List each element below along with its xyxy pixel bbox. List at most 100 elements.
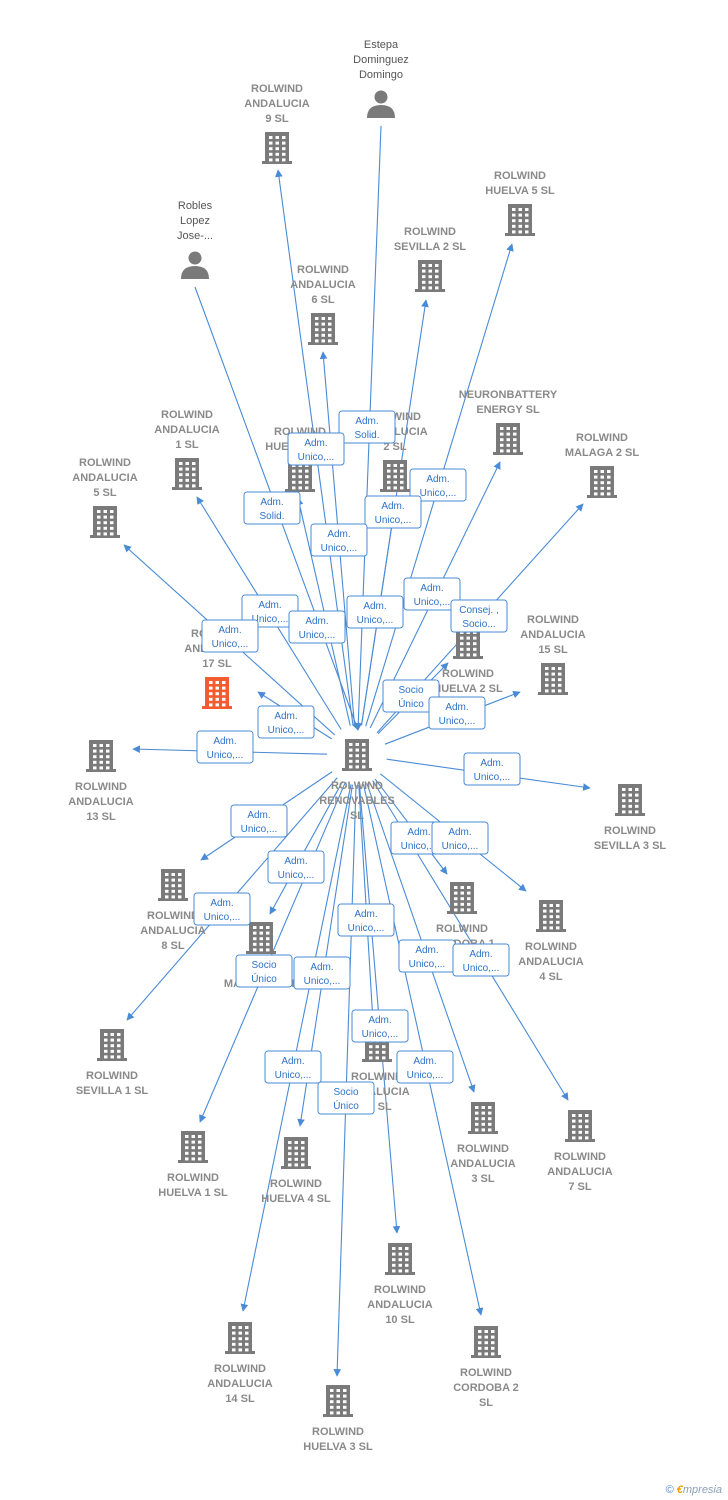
edge-label-c2[interactable]: Adm.Unico,... [396,1050,454,1084]
node-label-estepa: Domingo [359,69,403,81]
node-label-a13: 13 SL [86,811,116,823]
edge-label-text: Unico,... [204,912,241,923]
building-icon [565,1110,595,1142]
edge-labels-layer: Adm.Solid. Adm.Solid. Adm. Unico,... Adm. Uni… [193,410,521,1115]
node-label-h3: ROLWIND [312,1426,364,1438]
edge-label-text: Socio [398,685,423,696]
person-icon [181,251,209,279]
edge-label-s3[interactable]: Adm.Unico,... [463,752,521,786]
node-robles[interactable]: RoblesLopezJose-... [177,200,213,279]
footer-brand[interactable]: © €mpresia [666,1484,722,1496]
edge-label-a14[interactable]: Adm.Unico,... [264,1050,322,1084]
building-icon [587,466,617,498]
edge-label-a5[interactable]: Adm.Unico,... [201,619,259,653]
building-icon [538,663,568,695]
building-icon [342,739,372,771]
edge-label-text: Unico,... [463,963,500,974]
node-label-a4: 4 SL [539,971,563,983]
edge-label-a2[interactable]: Adm.Unico,... [346,595,404,629]
edge-label-robles[interactable]: Adm.Solid. [243,491,301,525]
edge-label-a15[interactable]: Adm.Unico,... [428,696,486,730]
edge-label-a6[interactable]: Adm.Unico,... [310,523,368,557]
node-label-h2: HUELVA 2 SL [433,683,503,695]
edge-label-text: Unico,... [298,452,335,463]
edge-label-a10[interactable]: Adm.Unico,... [351,1009,409,1043]
edge-label-a12[interactable]: Adm.Unico,... [337,903,395,937]
edge-label-m1[interactable]: Adm.Unico,... [267,850,325,884]
edge-label-a3[interactable]: Adm.Unico,... [398,939,456,973]
edge-label-a4[interactable]: Adm.Unico,... [431,821,489,855]
edge-label-text: Adm. [426,474,449,485]
node-label-a10: ANDALUCIA [367,1299,432,1311]
building-icon [536,900,566,932]
node-label-h1: HUELVA 1 SL [158,1187,228,1199]
edge-label-box [431,821,489,855]
node-label-neuron: NEURONBATTERY [459,389,558,401]
edge-label-neuron[interactable]: Adm.Unico,... [403,577,461,611]
edge-label-text: Adm. [415,945,438,956]
node-label-m2: MALAGA 2 SL [565,447,639,459]
edge-label-a9[interactable]: Adm.Unico,... [287,432,345,466]
edge-label-box [230,804,288,838]
edge-label-a7[interactable]: Adm.Unico,... [452,943,510,977]
edge-label-h6[interactable]: Adm.Unico,... [288,610,346,644]
node-label-a3: ROLWIND [457,1143,509,1155]
edge-label-text: Adm. [281,1056,304,1067]
edge-center-h3 [333,784,357,1377]
edge-label-s2[interactable]: Adm.Unico,... [364,495,422,529]
edge-label-text: Unico,... [207,750,244,761]
building-icon [97,1029,127,1061]
edge-label-h5[interactable]: Adm.Unico,... [409,468,467,502]
building-icon [178,1131,208,1163]
edge-label-text: Unico,... [241,824,278,835]
edge-label-box [267,850,325,884]
edge-label-box [287,432,345,466]
edge-label-m2[interactable]: Consej. ,Socio... [450,599,508,633]
edge-label-a13[interactable]: Adm.Unico,... [196,730,254,764]
edge-label-text: Adm. [247,810,270,821]
node-label-s3: ROLWIND [604,825,656,837]
edge-label-a17[interactable]: Adm.Unico,... [257,705,315,739]
edge-label-box [403,577,461,611]
edge-label-box [450,599,508,633]
edge-label-estepa[interactable]: Adm.Solid. [338,410,396,444]
node-label-s1: SEVILLA 1 SL [76,1085,149,1097]
building-icon [380,460,410,492]
edge-label-text: Adm. [305,616,328,627]
edge-label-box [463,752,521,786]
edge-label-a8[interactable]: Adm. Unico,... [230,804,288,838]
edge-label-text: Adm. [363,601,386,612]
edge-label-h4[interactable]: Adm.Unico,... [293,956,351,990]
edge-label-text: Unico,... [252,614,289,625]
edge-label-s1[interactable]: Adm.Unico,... [193,892,251,926]
